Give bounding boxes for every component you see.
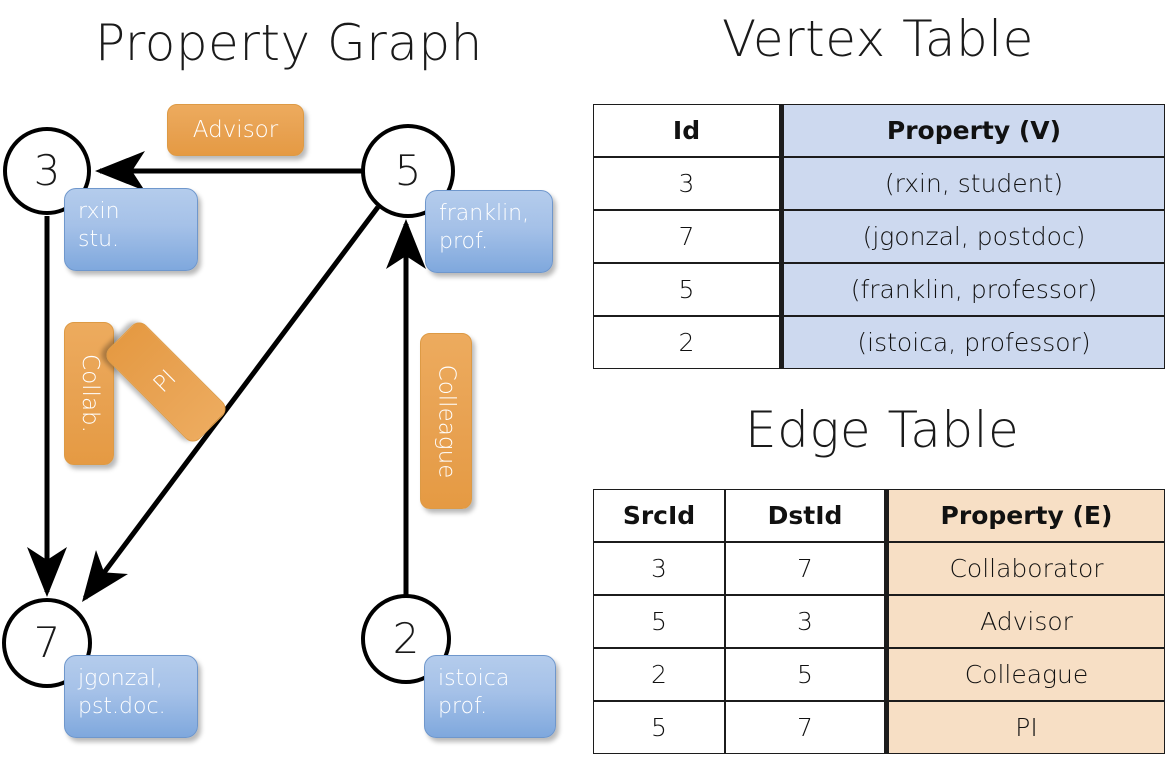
vertex-property-line: stu.: [78, 226, 120, 252]
edge-property-label: Colleague: [433, 364, 460, 478]
vertex-property-callout-2: istoica prof.: [424, 655, 556, 738]
edge-property-callout-advisor: Advisor: [167, 104, 304, 156]
graph-node-5-label: 5: [394, 146, 422, 195]
vertex-property-callout-5: franklin, prof.: [425, 190, 553, 273]
cell-dstid: 7: [725, 701, 885, 754]
graph-node-2-label: 2: [392, 614, 420, 663]
cell-srcid: 5: [593, 701, 725, 754]
vertex-property-line: istoica: [438, 666, 510, 691]
cell-id: 5: [593, 263, 780, 316]
edge-property-callout-colleague: Colleague: [420, 333, 472, 509]
edge-5-to-7: [82, 205, 381, 603]
property-graph-diagram: 3 5 7 2 rxin stu. franklin, prof. jgonza…: [2, 104, 556, 738]
table-row: 5 (franklin, professor): [593, 263, 1165, 316]
column-header-dstid: DstId: [725, 489, 885, 542]
graph-node-2[interactable]: 2: [361, 594, 451, 684]
cell-dstid: 7: [725, 542, 885, 595]
cell-srcid: 2: [593, 648, 725, 701]
cell-property: (istoica, professor): [780, 316, 1165, 369]
cell-dstid: 3: [725, 595, 885, 648]
cell-dstid: 5: [725, 648, 885, 701]
table-row: 7 (jgonzal, postdoc): [593, 210, 1165, 263]
table-row: 2 (istoica, professor): [593, 316, 1165, 369]
edge-property-label: PI: [149, 365, 183, 399]
page-title-property-graph: Property Graph: [95, 14, 483, 72]
column-header-property-e: Property (E): [885, 489, 1165, 542]
table-header-row: SrcId DstId Property (E): [593, 489, 1165, 542]
cell-srcid: 3: [593, 542, 725, 595]
cell-id: 2: [593, 316, 780, 369]
column-header-id: Id: [593, 104, 780, 157]
cell-property: Collaborator: [885, 542, 1165, 595]
cell-property: (franklin, professor): [780, 263, 1165, 316]
vertex-property-line: pst.doc.: [78, 693, 166, 719]
cell-property: PI: [885, 701, 1165, 754]
table-row: 5 3 Advisor: [593, 595, 1165, 648]
vertex-property-callout-3: rxin stu.: [64, 188, 198, 271]
column-header-srcid: SrcId: [593, 489, 725, 542]
cell-property: Colleague: [885, 648, 1165, 701]
table-row: 3 7 Collaborator: [593, 542, 1165, 595]
table-header-row: Id Property (V): [593, 104, 1165, 157]
edge-property-label: Advisor: [192, 116, 279, 143]
vertex-property-line: franklin,: [439, 201, 530, 226]
graph-node-7-label: 7: [33, 618, 61, 667]
page-title-vertex-table: Vertex Table: [722, 10, 1034, 68]
vertex-table: Id Property (V) 3 (rxin, student) 7 (jgo…: [593, 104, 1165, 369]
cell-srcid: 5: [593, 595, 725, 648]
edge-property-label: Collab.: [76, 354, 103, 433]
table-row: 5 7 PI: [593, 701, 1165, 754]
cell-property: Advisor: [885, 595, 1165, 648]
table-row: 2 5 Colleague: [593, 648, 1165, 701]
vertex-property-line: rxin: [78, 199, 120, 224]
cell-id: 7: [593, 210, 780, 263]
graph-edges-svg: [27, 151, 426, 603]
vertex-property-line: jgonzal,: [78, 666, 163, 691]
edge-property-callout-collab: Collab.: [64, 322, 114, 465]
page-title-edge-table: Edge Table: [745, 401, 1020, 459]
cell-property: (rxin, student): [780, 157, 1165, 210]
cell-id: 3: [593, 157, 780, 210]
vertex-property-line: prof.: [439, 228, 489, 254]
table-row: 3 (rxin, student): [593, 157, 1165, 210]
edge-table: SrcId DstId Property (E) 3 7 Collaborato…: [593, 489, 1165, 754]
graph-node-3-label: 3: [33, 146, 61, 195]
cell-property: (jgonzal, postdoc): [780, 210, 1165, 263]
vertex-property-callout-7: jgonzal, pst.doc.: [64, 655, 198, 738]
vertex-property-line: prof.: [438, 693, 488, 719]
column-header-property-v: Property (V): [780, 104, 1165, 157]
